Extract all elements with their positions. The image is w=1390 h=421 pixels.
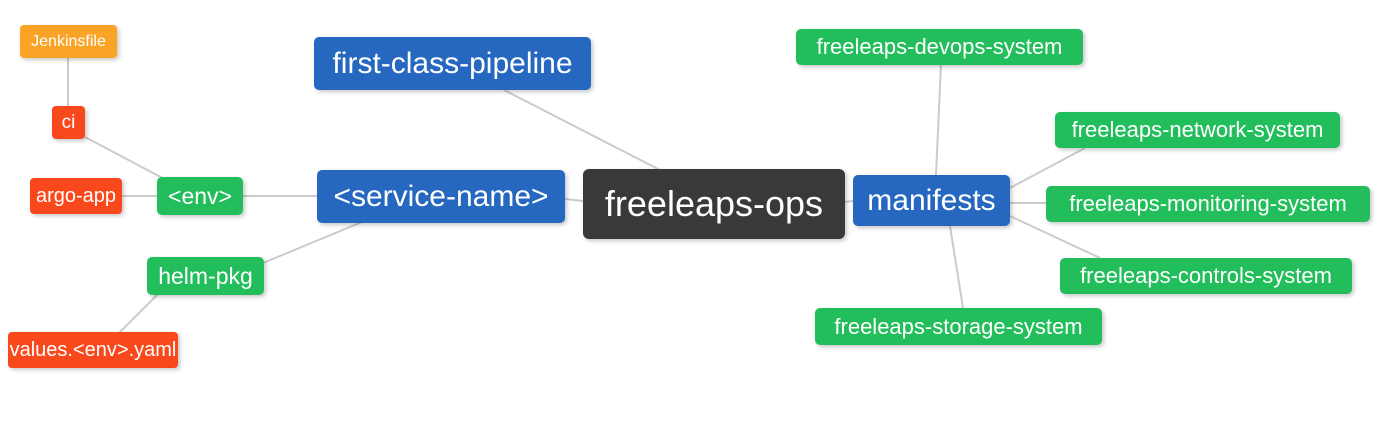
edge-manifests-storage [949,225,964,309]
node-manifests[interactable]: manifests [853,175,1010,226]
edge-ops-manifests [844,200,854,203]
node-freeleaps-devops-system[interactable]: freeleaps-devops-system [796,29,1083,65]
edge-service-name-ops [564,198,584,202]
edge-pipeline-ops [503,89,661,171]
edge-manifests-devops [935,63,942,176]
node-helm-pkg[interactable]: helm-pkg [147,257,264,295]
node-freeleaps-controls-system[interactable]: freeleaps-controls-system [1060,258,1352,294]
node-values-env-yaml[interactable]: values.<env>.yaml [8,332,178,368]
node-first-class-pipeline[interactable]: first-class-pipeline [314,37,591,90]
edge-manifests-network [1009,147,1086,189]
edge-manifests-controls [1009,215,1101,259]
node-service-name[interactable]: <service-name> [317,170,565,223]
edge-values-helm-pkg [118,293,159,334]
node-env[interactable]: <env> [157,177,243,215]
edge-helm-pkg-service-name [262,221,363,264]
node-argo-app[interactable]: argo-app [30,178,122,214]
node-jenkinsfile[interactable]: Jenkinsfile [20,25,117,58]
node-freeleaps-monitoring-system[interactable]: freeleaps-monitoring-system [1046,186,1370,222]
node-freeleaps-ops[interactable]: freeleaps-ops [583,169,845,239]
node-freeleaps-network-system[interactable]: freeleaps-network-system [1055,112,1340,148]
edge-ci-env [84,136,171,183]
node-ci[interactable]: ci [52,106,85,139]
node-freeleaps-storage-system[interactable]: freeleaps-storage-system [815,308,1102,345]
